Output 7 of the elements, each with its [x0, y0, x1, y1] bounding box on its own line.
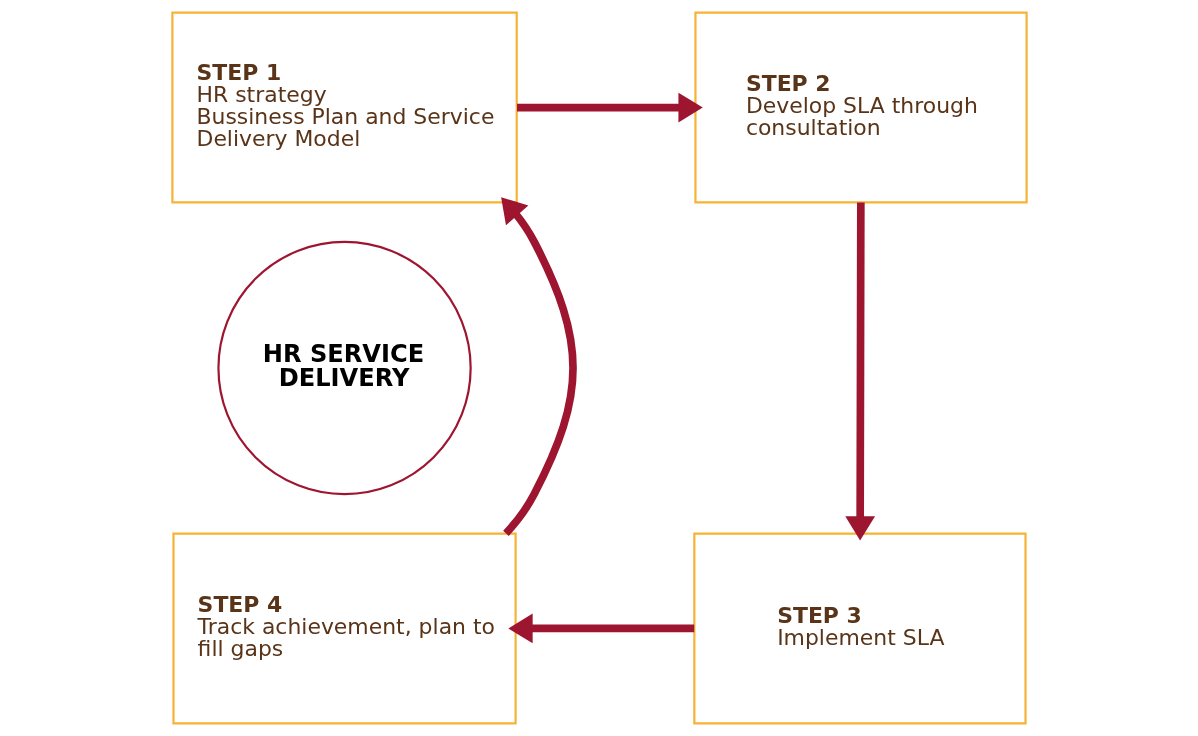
node-box: STEP 3 Implement SLA	[692, 532, 1027, 725]
arrow	[500, 197, 577, 536]
node-circle: HR SERVICE DELIVERY	[216, 240, 472, 496]
node-box: STEP 4 Track achievement, plan to fill gaps	[171, 532, 517, 725]
node-box: STEP 1 HR strategy Bussiness Plan and Service Delivery Model	[170, 11, 518, 204]
arrow	[507, 613, 694, 644]
node-box: STEP 2 Develop SLA through consultation	[693, 11, 1028, 204]
